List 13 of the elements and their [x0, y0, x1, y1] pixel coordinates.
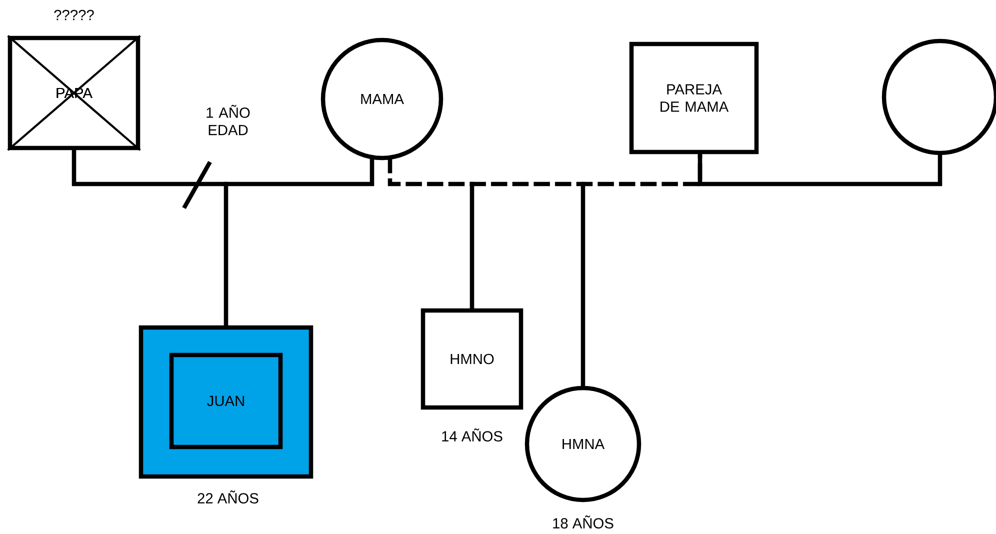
connector-line [470, 182, 474, 310]
relationship-line [72, 148, 374, 186]
male-box: PAREJA DE MAMA [629, 42, 759, 154]
age-label: ????? [54, 10, 94, 20]
relationship-line [698, 152, 942, 186]
age-label: 18 AÑOS [553, 516, 614, 528]
male-box: HMNO [420, 308, 524, 410]
age-label: 22 AÑOS [198, 490, 258, 504]
connector-line [580, 182, 586, 388]
edge-label: 1 AÑO EDAD [206, 104, 250, 136]
patient-inner-box: JUAN [169, 352, 283, 450]
connector-line [224, 182, 228, 328]
age-label: 14 AÑOS [442, 428, 502, 442]
